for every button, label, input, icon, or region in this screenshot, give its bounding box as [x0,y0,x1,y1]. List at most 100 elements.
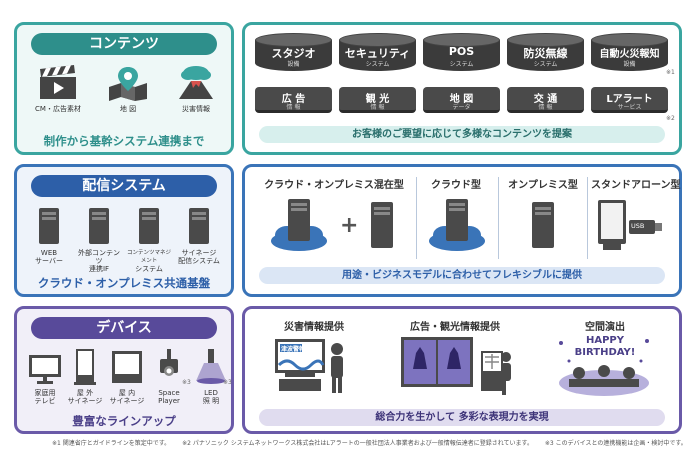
device-indoor-label1: 屋 内 [118,389,136,397]
info-tourism-name: 観 光 [365,94,390,105]
info-ad: 広 告 情 報 [255,87,332,113]
info-tourism: 観 光 情 報 [339,87,416,113]
device-led-label2: 照 明 [202,397,220,405]
server-web: WEB サーバー [25,207,73,265]
server-external-label1: 外部コンテンツ [78,249,120,265]
birthday-line1: HAPPY [585,335,624,346]
tv-icon [29,355,61,384]
device-space-player-label1: Space [158,389,180,397]
info-map-name: 地 図 [449,94,474,105]
system-security-sub: システム [365,61,390,68]
server-web-label2: サーバー [35,257,63,265]
device-indoor-label2: サイネージ [109,397,145,405]
server-external-label2: 連携IF [88,265,110,273]
distribution-bar: 用途・ビジネスモデルに合わせてフレキシブルに提供 [259,267,665,284]
info-traffic: 交 通 情 報 [507,87,584,113]
system-security: セキュリティ システム [339,33,416,73]
contents-title: コンテンツ [31,33,217,55]
server-cms-label1: コンテンツマネジメント [126,250,171,264]
device-outdoor: 屋 外 サイネージ [65,349,105,405]
server-cms-label2: システム [135,265,163,273]
system-fire-alarm-name: 自動火災報知 [599,49,660,60]
note-3-marker-a: ※3 [182,379,191,386]
col-space-effect: 空間演出 [585,322,625,333]
server-web-label1: WEB [40,249,58,257]
usb-label: USB [631,222,645,230]
system-disaster-radio-sub: システム [533,61,558,68]
cm-material-item: CM・広告素材 [33,65,83,113]
content-systems-panel: スタジオ 設備 セキュリティ システム POS システム 防災無線 システム 自… [242,22,682,155]
divider-3 [587,177,588,259]
device-tv-label1: 家庭用 [34,389,56,397]
contents-caption: 制作から基幹システム連携まで [43,134,205,148]
usb-stick-icon [629,220,662,234]
footnote-1: ※1 関連省庁とガイドラインを策定中です。 [52,440,171,447]
info-traffic-name: 交 通 [533,94,558,105]
footnotes: ※1 関連省庁とガイドラインを策定中です。 ※2 パナソニック システムネットワ… [52,438,692,447]
space-effect-scene-icon [559,339,649,396]
system-fire-alarm-sub: 設備 [623,61,636,68]
distribution-title: 配信システム [31,175,217,197]
col-cloud: クラウド型 [431,180,481,191]
note-2-marker: ※2 [666,115,675,122]
info-map-sub: データ [452,104,471,111]
col-ad-tourism-info: 広告・観光情報提供 [410,322,500,333]
tsunami-alert-text: 津波警報 [281,346,306,353]
device-led: LED 照 明 [193,349,229,405]
server-icon [89,208,109,244]
info-ad-name: 広 告 [281,94,306,105]
system-pos-sub: システム [449,61,474,68]
server-icon [189,208,209,244]
distribution-types-panel: クラウド・オンプレミス混在型 クラウド型 オンプレミス型 スタンドアローン型 +… [242,164,682,297]
col-standalone: スタンドアローン型 [591,180,681,191]
info-l-alert-sub: サービス [617,104,642,111]
system-fire-alarm: 自動火災報知 設備 [591,33,668,73]
system-studio-name: スタジオ [271,47,316,60]
devices-title: デバイス [31,317,217,339]
system-studio-sub: 設備 [287,61,300,68]
system-pos-name: POS [448,45,475,58]
note-1-marker: ※1 [666,69,675,76]
devices-caption: 豊富なラインアップ [72,414,176,428]
server-signage: サイネージ 配信システム [175,207,223,265]
device-outdoor-label2: サイネージ [67,397,103,405]
use-cases-panel: 災害情報提供 広告・観光情報提供 空間演出 津波警報 HAPP [242,306,682,434]
note-3-marker-b: ※3 [223,379,232,386]
server-cms: コンテンツマネジメント システム [125,207,173,273]
divider-1 [416,177,417,259]
map-pin-icon [109,67,147,101]
system-pos: POS システム [423,33,500,73]
device-space-player: Space Player [151,349,187,405]
info-l-alert: Lアラート サービス [591,87,668,113]
device-tv-label2: テレビ [34,397,56,405]
volcano-icon [179,66,213,99]
col-disaster-info: 災害情報提供 [284,322,344,333]
server-icon [39,208,59,244]
ad-tourism-scene-icon [401,337,511,395]
outdoor-signage-icon [74,349,96,385]
info-l-alert-name: Lアラート [606,94,653,105]
system-security-name: セキュリティ [344,47,411,60]
footnote-3: ※3 このデバイスとの連携機能は企画・検討中です。 [544,440,687,447]
info-tourism-sub: 情 報 [370,104,385,111]
indoor-signage-icon [112,351,142,383]
device-tv: 家庭用 テレビ [25,349,65,405]
distribution-panel: 配信システム WEB サーバー 外部コンテンツ 連携IF コンテンツマネジメント… [14,164,234,297]
server-icon [139,208,159,244]
system-studio: スタジオ 設備 [255,33,332,73]
devices-panel: デバイス 家庭用 テレビ 屋 外 サイネージ 屋 内 サイネージ [14,306,234,434]
info-map: 地 図 データ [423,87,500,113]
led-light-icon [196,349,226,384]
plus-sign: + [340,213,359,238]
col-onpremise: オンプレミス型 [508,180,578,191]
contents-panel: コンテンツ CM・広告素材 地 図 災害情報 制作から基幹 [14,22,234,155]
server-icon [371,202,393,248]
info-traffic-sub: 情 報 [538,104,553,111]
map-item: 地 図 [103,65,153,113]
info-ad-sub: 情 報 [286,104,301,111]
standalone-signage-icon [598,200,626,250]
device-led-label1: LED [204,389,218,397]
distribution-caption: クラウド・オンプレミス共通基盤 [37,276,211,290]
disaster-item: 災害情報 [171,65,221,113]
cm-material-label: CM・広告素材 [35,105,81,113]
